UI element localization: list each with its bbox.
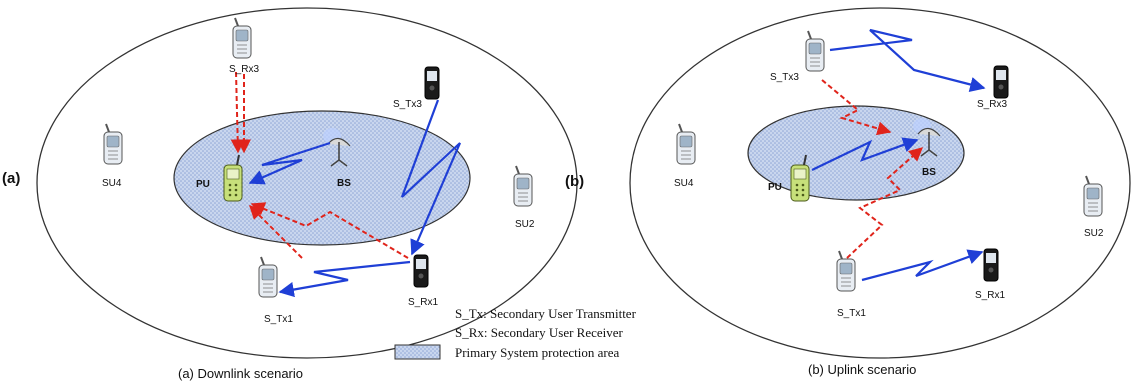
panel-b-s-tx1-label: S_Tx1 [837, 308, 866, 319]
panel-b-marker: (b) [565, 173, 584, 190]
panel-b-caption: (b) Uplink scenario [808, 362, 916, 377]
panel-a-s-tx1-label: S_Tx1 [264, 314, 293, 325]
panel-a-su4-phone-icon [103, 123, 123, 165]
panel-b-bs-label: BS [922, 167, 936, 178]
panel-a-su2-label: SU2 [515, 219, 535, 230]
panel-a-pu-label: PU [196, 179, 210, 190]
panel-b-s-rx1-phone-icon [983, 248, 999, 282]
panel-a-s-tx3-phone-icon [424, 66, 440, 100]
panel-b-su4-phone-icon [676, 123, 696, 165]
panel-a-s-rx1-phone-icon [413, 254, 429, 288]
panel-b-pu-to-bs-signal [811, 137, 919, 171]
panel-a-s-tx1-interference [249, 205, 303, 259]
panel-a-s-rx3-phone-icon [232, 17, 252, 59]
panel-a-s-rx1-to-s-tx1-signal [278, 260, 411, 298]
panel-a-cell-boundary [36, 7, 578, 359]
legend-line-1: S_Tx: Secondary User Transmitter [455, 306, 637, 321]
panel-b-s-tx1-interference [846, 147, 924, 259]
panel-b-s-tx1-to-s-rx1-signal [861, 249, 984, 282]
panel-a-marker: (a) [2, 170, 20, 187]
panel-b-cell-boundary [629, 7, 1131, 359]
panel-b-s-rx3-label: S_Rx3 [977, 99, 1007, 110]
panel-b-s-tx3-phone-icon [805, 30, 825, 72]
panel-a-s-rx1-label: S_Rx1 [408, 297, 438, 308]
panel-b-s-tx3-interference [821, 79, 892, 136]
legend-line-2: S_Rx: Secondary User Receiver [455, 325, 624, 340]
panel-a-bs-label: BS [337, 178, 351, 189]
panel-a-su2-phone-icon [513, 165, 533, 207]
legend: S_Tx: Secondary User Transmitter S_Rx: S… [394, 306, 637, 360]
panel-a-s-rx3-interference [230, 71, 245, 154]
panel-a-caption: (a) Downlink scenario [178, 366, 303, 381]
panel-a-s-rx1-interference [250, 202, 409, 259]
panel-b-su2-label: SU2 [1084, 228, 1104, 239]
panel-a-su4-label: SU4 [102, 178, 122, 189]
panel-a-s-tx3-label: S_Tx3 [393, 99, 422, 110]
panel-a: (a) S_Rx3 S_Tx3 SU4 PU BS SU2 S_Tx1 S_Rx… [2, 7, 578, 381]
panel-b-pu-label: PU [768, 182, 782, 193]
panel-b-s-rx3-phone-icon [993, 65, 1009, 99]
panel-b: (b) S_Tx3 S_Rx3 SU4 PU BS SU2 S_Tx1 S_Rx… [565, 7, 1131, 377]
legend-protection-swatch [394, 344, 441, 360]
panel-b-s-tx1-phone-icon [836, 250, 856, 292]
panel-b-s-tx3-to-s-rx3-signal [829, 28, 986, 93]
panel-a-s-tx1-phone-icon [258, 256, 278, 298]
panel-a-s-rx3-label: S_Rx3 [229, 64, 259, 75]
panel-b-s-rx1-label: S_Rx1 [975, 290, 1005, 301]
panel-a-bs-to-pu-signal [248, 141, 331, 185]
panel-b-su4-label: SU4 [674, 178, 694, 189]
legend-line-3: Primary System protection area [455, 345, 619, 360]
panel-b-su2-phone-icon [1083, 175, 1103, 217]
panel-b-s-tx3-label: S_Tx3 [770, 72, 799, 83]
panel-a-s-tx3-to-s-rx1-signal [400, 99, 462, 256]
